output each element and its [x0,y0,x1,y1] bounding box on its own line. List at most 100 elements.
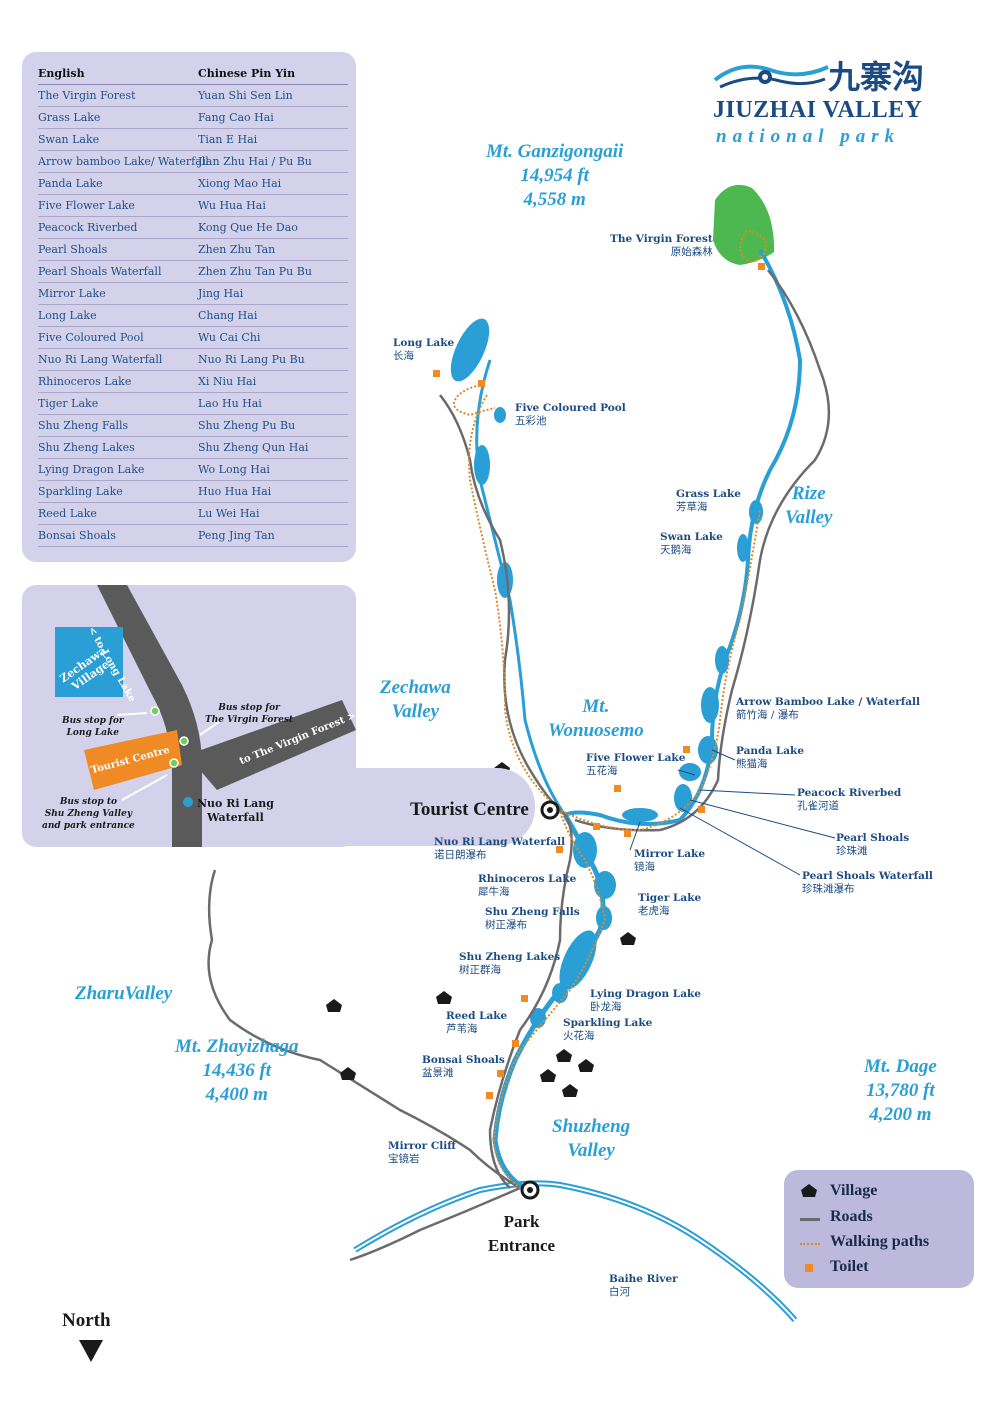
cell-pinyin: Zhen Zhu Tan [198,242,276,256]
logo-chinese: 九寨沟 [828,58,925,96]
cell-pinyin: Wo Long Hai [198,462,270,476]
cell-english: Nuo Ri Lang Waterfall [38,352,163,366]
cell-english: Bonsai Shoals [38,528,116,542]
cell-english: Five Coloured Pool [38,330,144,344]
cell-pinyin: Wu Cai Chi [198,330,261,344]
nuo-ri-lang-water [573,832,597,868]
cell-pinyin: Nuo Ri Lang Pu Bu [198,352,305,366]
cell-pinyin: Xiong Mao Hai [198,176,282,190]
swan-lake-water [737,534,749,562]
inset-map [55,585,356,847]
inset-connector [330,768,535,846]
toilet-icon [805,1264,813,1272]
cell-english: Reed Lake [38,506,97,520]
table-row: Mirror Lake Jing Hai [38,282,348,305]
cell-pinyin: Zhen Zhu Tan Pu Bu [198,264,312,278]
page-title: JIUZHAI VALLEY [713,97,923,123]
path-line-icon [800,1243,820,1245]
table-row: Shu Zheng Falls Shu Zheng Pu Bu [38,414,348,437]
village-markers [326,762,636,1097]
cell-pinyin: Xi Niu Hai [198,374,257,388]
cell-english: Long Lake [38,308,97,322]
table-row: Swan Lake Tian E Hai [38,128,348,151]
table-row: Peacock Riverbed Kong Que He Dao [38,216,348,239]
table-row: Pearl Shoals Waterfall Zhen Zhu Tan Pu Bu [38,260,348,283]
tourist-centre-label: Tourist Centre [410,799,529,820]
name-table-header: English Chinese Pin Yin [38,62,348,85]
cell-english: The Virgin Forest [38,88,136,102]
five-flower-water [679,763,701,781]
toilet-markers [433,263,765,1099]
cell-english: Rhinoceros Lake [38,374,132,388]
name-table-panel [22,52,356,562]
cell-pinyin: Peng Jing Tan [198,528,275,542]
road-shuzheng [488,814,573,1189]
cell-pinyin: Fang Cao Hai [198,110,274,124]
shuzheng-lakes-water [559,930,597,990]
five-coloured-pool-lake [494,407,506,423]
grass-lake-water [749,500,763,524]
table-row: Five Coloured Pool Wu Cai Chi [38,326,348,349]
cell-english: Shu Zheng Falls [38,418,129,432]
cell-pinyin: Kong Que He Dao [198,220,298,234]
cell-pinyin: Shu Zheng Qun Hai [198,440,309,454]
zharu-valley: ZharuValley [75,983,173,1004]
cell-english: Mirror Lake [38,286,106,300]
north-arrow-icon [79,1340,103,1362]
header-english: English [38,66,85,80]
cell-pinyin: Wu Hua Hai [198,198,266,212]
road-line-icon [800,1218,820,1221]
table-row: Five Flower Lake Wu Hua Hai [38,194,348,217]
north-label: North [62,1310,111,1331]
cell-english: Pearl Shoals Waterfall [38,264,162,278]
cell-pinyin: Lu Wei Hai [198,506,260,520]
road-entrance [349,1186,521,1262]
table-row: Reed Lake Lu Wei Hai [38,502,348,525]
table-row: Rhinoceros Lake Xi Niu Hai [38,370,348,393]
long-lake [450,318,490,382]
panda-lake-water [698,736,718,764]
cell-english: Five Flower Lake [38,198,135,212]
zechawa-river [475,359,567,816]
cell-english: Grass Lake [38,110,101,124]
cell-pinyin: Tian E Hai [198,132,258,146]
table-row: Nuo Ri Lang Waterfall Nuo Ri Lang Pu Bu [38,348,348,371]
road-rize [574,269,831,832]
rize-river [564,248,803,826]
baihe-river [353,1180,798,1322]
cell-pinyin: Huo Hua Hai [198,484,272,498]
cell-english: Peacock Riverbed [38,220,138,234]
cell-pinyin: Shu Zheng Pu Bu [198,418,296,432]
logo-icon [713,64,829,89]
cell-pinyin: Jing Hai [198,286,244,300]
cell-english: Swan Lake [38,132,100,146]
arrow-bamboo-water [701,687,719,723]
table-row: Bonsai Shoals Peng Jing Tan [38,524,348,547]
